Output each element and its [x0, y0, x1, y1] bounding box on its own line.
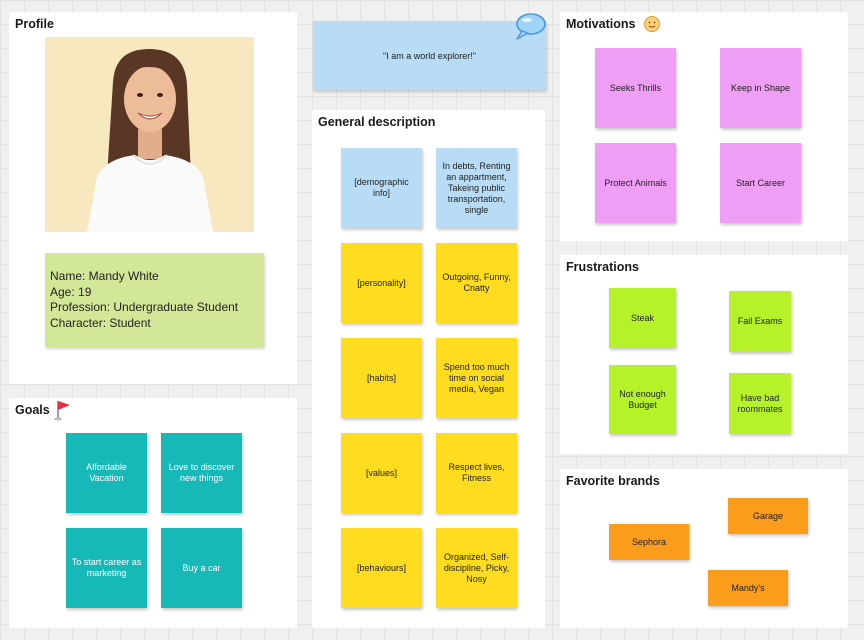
goal-note[interactable]: Love to discover new things [161, 433, 242, 513]
frustrations-title: Frustrations [566, 260, 639, 274]
profile-age: Age: 19 [50, 284, 92, 299]
quote-note[interactable]: "I am a world explorer!" [313, 21, 546, 90]
general-label-note[interactable]: [values] [341, 433, 422, 513]
avatar-photo [45, 37, 254, 232]
motivation-note[interactable]: Seeks Thrills [595, 48, 676, 128]
goals-title: Goals [15, 403, 50, 417]
brand-note[interactable]: Mandy's [708, 570, 788, 606]
frustration-note[interactable]: Not enough Budget [609, 365, 676, 434]
goal-note[interactable]: Affordable Vacation [66, 433, 147, 513]
brand-note[interactable]: Sephora [609, 524, 689, 560]
smiley-icon [644, 16, 660, 32]
goals-frame[interactable]: Goals [9, 398, 297, 628]
avatar[interactable] [45, 37, 254, 232]
general-label-note[interactable]: [behaviours] [341, 528, 422, 608]
goal-note[interactable]: To start career as marketing [66, 528, 147, 608]
frustrations-frame[interactable]: Frustrations [560, 255, 848, 454]
profile-name: Name: Mandy White [50, 269, 159, 283]
profile-title: Profile [15, 17, 54, 31]
speech-bubble-icon [516, 13, 546, 40]
brand-note[interactable]: Garage [728, 498, 808, 534]
profile-character: Character: Student [50, 315, 151, 330]
quote-text: "I am a world explorer!" [383, 50, 476, 61]
frustration-note[interactable]: Steak [609, 288, 676, 348]
profile-profession: Profession: Undergraduate Student [50, 300, 239, 314]
general-value-note[interactable]: Organized, Self-discipline, Picky, Nosy [436, 528, 517, 608]
goal-note[interactable]: Buy a car [161, 528, 242, 608]
general-description-title: General description [318, 115, 436, 129]
frustration-note[interactable]: Fail Exams [729, 291, 791, 352]
motivations-title: Motivations [566, 17, 636, 31]
general-value-note[interactable]: Spend too much time on social media, Veg… [436, 338, 517, 418]
general-label-note[interactable]: [personality] [341, 243, 422, 323]
general-value-note[interactable]: Respect lives, Fitness [436, 433, 517, 513]
general-value-note[interactable]: In debts, Renting an appartment, Takeing… [436, 148, 517, 228]
motivation-note[interactable]: Start Career [720, 143, 801, 223]
profile-info-note[interactable]: Name: Mandy White Age: 19 Profession: Un… [45, 253, 264, 347]
general-value-note[interactable]: Outgoing, Funny, Cnatty [436, 243, 517, 323]
favorite-brands-title: Favorite brands [566, 474, 660, 488]
motivation-note[interactable]: Protect Animals [595, 143, 676, 223]
general-label-note[interactable]: [habits] [341, 338, 422, 418]
flag-icon [54, 401, 70, 421]
favorite-brands-frame[interactable]: Favorite brands [560, 469, 848, 628]
general-label-note[interactable]: [demographic info] [341, 148, 422, 228]
motivation-note[interactable]: Keep in Shape [720, 48, 801, 128]
frustration-note[interactable]: Have bad roommates [729, 373, 791, 434]
